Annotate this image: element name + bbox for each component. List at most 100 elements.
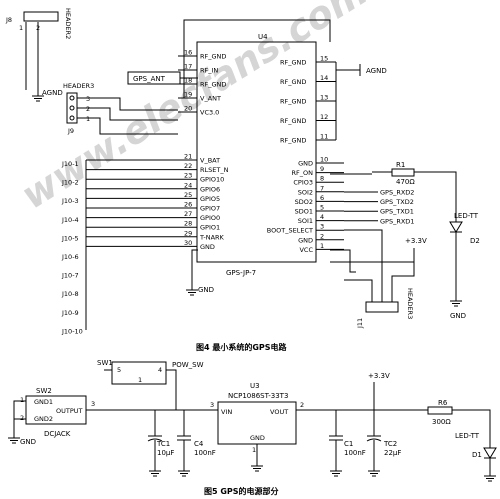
u4-pin-number: 10 xyxy=(320,156,328,164)
j10-label: J10-9 xyxy=(61,309,79,317)
u4-pin-name: GPIO1 xyxy=(200,224,220,232)
j8-connector xyxy=(23,11,59,22)
tc1-value: 10μF xyxy=(157,449,174,457)
u4-pin-name: RF_GND xyxy=(280,117,306,125)
j9-pin2: 2 xyxy=(86,105,90,113)
j9-connector xyxy=(66,92,78,124)
u4-pin-name: RF_GND xyxy=(280,98,306,106)
j10-label: J10-3 xyxy=(61,197,79,205)
led-d1-ref: D1 xyxy=(472,451,482,459)
u3-n1: 1 xyxy=(252,446,256,454)
u4-pin-name: GND xyxy=(298,160,313,168)
gps-ant-label: GPS_ANT xyxy=(133,75,166,83)
u4-pin-name: RF_GND xyxy=(280,59,306,67)
u4-pin-name: SDO2 xyxy=(295,198,313,206)
u4-pin-name: BOOT_SELECT xyxy=(267,227,313,235)
j10-label: J10-10 xyxy=(61,327,83,335)
agnd-label-left: AGND xyxy=(42,89,63,97)
u4-pin-name: GPIO6 xyxy=(200,185,220,193)
r1-value: 470Ω xyxy=(396,178,415,186)
sw2-output: OUTPUT xyxy=(56,407,83,415)
tc1-ref: TC1 xyxy=(156,440,170,448)
led-d1-name: LED-TT xyxy=(455,432,480,440)
u4-pin-number: 11 xyxy=(320,133,328,141)
u4-pin-name: RF_ON xyxy=(292,169,314,177)
gps-signal-label: GPS_TXD2 xyxy=(380,198,414,206)
u4-pin-number: 18 xyxy=(184,77,192,85)
fig4-caption: 图4 最小系统的GPS电路 xyxy=(196,342,288,352)
j11-connector xyxy=(365,301,399,313)
sw1-pin5: 5 xyxy=(117,366,121,374)
sw1-pin4: 4 xyxy=(158,366,162,374)
sw1-name: POW_SW xyxy=(172,361,204,369)
u4-pin-name: GPIO5 xyxy=(200,195,220,203)
u4-pin-name: GPIO10 xyxy=(200,176,224,184)
u4-right-pins: 15RF_GND14RF_GND13RF_GND12RF_GND11RF_GND… xyxy=(267,55,344,254)
sw2-ref: SW2 xyxy=(36,387,52,395)
u4-pin-name: RF_IN xyxy=(200,67,218,75)
u4-pin-number: 26 xyxy=(184,201,192,209)
u4-loop-wire xyxy=(183,19,331,56)
u4-pin-number: 14 xyxy=(320,74,328,82)
sw2-n1: 1 xyxy=(20,396,24,404)
u4-body xyxy=(196,41,317,263)
c4-value: 100nF xyxy=(194,449,216,457)
supply-label-fig4: +3.3V xyxy=(405,237,427,245)
j9-pin3: 3 xyxy=(86,95,90,103)
u4-pin-name: V_ANT xyxy=(200,95,221,103)
gnd-label-sw2: GND xyxy=(20,438,36,446)
u4-pin-number: 30 xyxy=(184,239,192,247)
u4-pin-number: 4 xyxy=(320,213,324,221)
j10-label: J10-1 xyxy=(61,160,79,168)
u3-ref: U3 xyxy=(250,382,260,390)
led-d1-symbol xyxy=(483,447,497,459)
j10-label: J10-8 xyxy=(61,290,79,298)
j10-label: J10-7 xyxy=(61,272,79,280)
sw2-n3: 3 xyxy=(91,400,95,408)
r6-resistor xyxy=(427,406,453,415)
sw1-ref: SW1 xyxy=(97,359,113,367)
tc2-ref: TC2 xyxy=(383,440,397,448)
j9-part: HEADER3 xyxy=(63,82,94,90)
u4-pin-name: SOI2 xyxy=(298,188,313,196)
figure-5: SW1 POW_SW 5 4 1 SW2 GND 1 GND2 OUTPUT DC… xyxy=(7,359,497,496)
u4-pin-name: VCC xyxy=(299,246,313,254)
j9-ref: J9 xyxy=(67,127,74,135)
u4-pin-number: 23 xyxy=(184,172,192,180)
u4-pin-name: GPIO0 xyxy=(200,214,220,222)
j8-ref: J8 xyxy=(5,16,12,24)
u4-pin-number: 29 xyxy=(184,229,192,237)
u4-pin-name: RF_GND xyxy=(200,53,226,61)
u4-pin-name: RF_GND xyxy=(280,78,306,86)
u4-pin-name: GND xyxy=(200,243,215,251)
j11-part: HEADER3 xyxy=(406,288,414,319)
u4-pin-name: RF_GND xyxy=(200,81,226,89)
u4-pin-number: 5 xyxy=(320,204,324,212)
gps-signal-label: GPS_RXD1 xyxy=(380,217,414,225)
u4-pin-number: 21 xyxy=(184,153,192,161)
sw2-gnd2: GND2 xyxy=(34,415,53,423)
led-d2-symbol xyxy=(449,221,463,233)
r6-value: 300Ω xyxy=(432,418,451,426)
gps-signal-label: GPS_TXD1 xyxy=(380,208,414,216)
u4-pin-number: 9 xyxy=(320,165,324,173)
sw2-n2: 2 xyxy=(20,414,24,422)
u3-vout: VOUT xyxy=(270,408,288,416)
u4-pin-number: 22 xyxy=(184,162,192,170)
led-d2-name: LED-TT xyxy=(454,212,479,220)
u4-pin-name: SOI1 xyxy=(298,217,313,225)
u4-pin-number: 16 xyxy=(184,49,192,57)
u4-pin-number: 20 xyxy=(184,105,192,113)
supply-label-fig5: +3.3V xyxy=(368,372,390,380)
u4-pin-name: RF_GND xyxy=(280,137,306,145)
sw2-name: DCJACK xyxy=(44,430,71,438)
j10-label: J10-6 xyxy=(61,253,79,261)
u4-pin-number: 7 xyxy=(320,184,324,192)
u4-pin-number: 19 xyxy=(184,91,192,99)
sw1-pin1: 1 xyxy=(138,376,142,384)
j10-labels: J10-1J10-2J10-3J10-4J10-5J10-6J10-7J10-8… xyxy=(61,160,83,335)
sw1-body xyxy=(111,361,167,385)
